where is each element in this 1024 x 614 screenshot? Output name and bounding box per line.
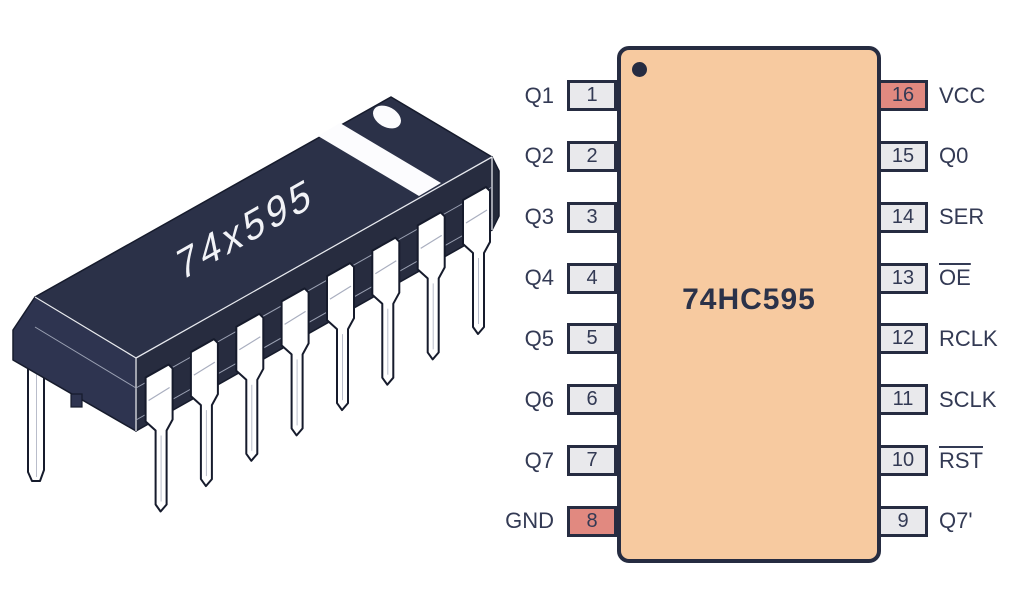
dip-pin	[144, 363, 174, 513]
pin-column-right: 16 VCC 15 Q0 14 SER 13 OE 12 RCLK 11 SCL…	[878, 80, 1024, 537]
pin-label: VCC	[939, 82, 986, 108]
pin-label: Q7	[524, 447, 554, 473]
pin-label: SER	[939, 204, 985, 230]
pin-label-active-low: RST	[939, 447, 983, 473]
dip-pin	[326, 262, 355, 412]
pin-number-box: 7	[567, 445, 617, 477]
pin-row-6: Q6 6	[430, 384, 617, 416]
pin-number-box: 11	[878, 384, 928, 416]
pin-label: Q2	[524, 143, 554, 169]
pin-number-box: 14	[878, 201, 928, 233]
dip-back-pin	[27, 367, 45, 482]
ic-part-number: 74HC595	[682, 282, 816, 316]
pin-number-box: 13	[878, 262, 928, 294]
pin-row-13: 13 OE	[878, 262, 1024, 294]
chip-edge-highlights	[34, 156, 493, 431]
pin-number-box: 2	[567, 140, 617, 172]
pin-number-box: 15	[878, 140, 928, 172]
pin-number-box: 10	[878, 445, 928, 477]
pin-row-1: Q1 1	[430, 80, 617, 111]
dip-pin	[235, 312, 265, 462]
pin-number-box: 6	[567, 384, 617, 416]
pin-row-16: 16 VCC	[878, 80, 1024, 111]
dip-pin	[189, 338, 219, 488]
dip-chip-3d-illustration: 74x595	[12, 96, 500, 513]
pin-label: Q0	[939, 143, 969, 169]
pin-row-8: GND 8	[430, 505, 617, 537]
pin-label: Q3	[524, 204, 554, 230]
pin-row-3: Q3 3	[430, 201, 617, 233]
dip-pin	[280, 287, 310, 437]
dip-pin	[371, 236, 401, 386]
pin-row-9: 9 Q7'	[878, 505, 1024, 537]
ic-body: 74HC595	[617, 46, 881, 563]
pin-row-14: 14 SER	[878, 201, 1024, 233]
pin-number-box-power: 8	[567, 505, 617, 537]
pin-row-11: 11 SCLK	[878, 384, 1024, 416]
pin-row-5: Q5 5	[430, 323, 617, 355]
pin1-indicator-hole	[373, 105, 401, 129]
pin-row-15: 15 Q0	[878, 140, 1024, 172]
pin-column-left: Q1 1 Q2 2 Q3 3 Q4 4 Q5 5 Q6 6 Q7 7 GND 8	[430, 80, 617, 537]
pin-label: Q5	[524, 325, 554, 351]
pin-number-box: 9	[878, 505, 928, 537]
pin-row-12: 12 RCLK	[878, 323, 1024, 355]
pin-label: Q1	[524, 82, 554, 108]
pin-row-7: Q7 7	[430, 445, 617, 477]
pin-number-box: 4	[567, 262, 617, 294]
pin-row-2: Q2 2	[430, 140, 617, 172]
pin-number-box-power: 16	[878, 80, 928, 111]
pin-label: Q6	[524, 386, 554, 412]
pin-label: Q4	[524, 265, 554, 291]
pin-row-4: Q4 4	[430, 262, 617, 294]
pin-row-10: 10 RST	[878, 445, 1024, 477]
pin-number-box: 1	[567, 80, 617, 111]
pin-label: SCLK	[939, 386, 997, 412]
pin-label-active-low: OE	[939, 265, 971, 291]
pin1-marker-dot	[632, 62, 647, 77]
pin-number-box: 12	[878, 323, 928, 355]
chip-stripe	[318, 123, 441, 196]
chip-mold-nub	[70, 393, 83, 408]
pin-label: RCLK	[939, 325, 998, 351]
pin-label: GND	[505, 508, 554, 534]
pin-number-box: 5	[567, 323, 617, 355]
pin-number-box: 3	[567, 201, 617, 233]
pin-label: Q7'	[939, 508, 973, 534]
